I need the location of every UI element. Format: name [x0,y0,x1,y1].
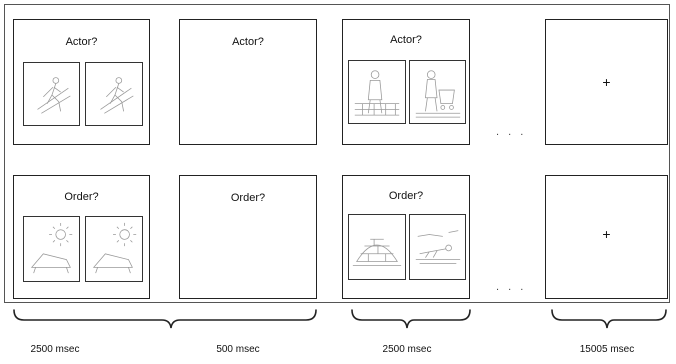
timing-label: 2500 msec [382,344,432,355]
lounge-chair-image [85,216,143,282]
diagram-frame [4,4,670,303]
timing-label: 2500 msec [30,344,80,355]
bottom-panel-2: Order? [179,175,317,299]
bottom-panel-1: Order? [13,175,150,299]
top-panel-2: Actor? [179,19,317,145]
panel-label: Order? [388,190,424,202]
skier-image [23,62,80,126]
cart-figure-image [409,60,466,124]
ellipsis: . . . [496,281,527,293]
fixation-cross: + [602,74,611,90]
standing-figure-image [348,60,406,124]
lounge-chair-image [23,216,80,282]
panel-label: Actor? [65,36,98,48]
panel-label: Actor? [232,36,264,48]
timing-label: 500 msec [216,344,260,355]
panel-label: Actor? [390,34,422,46]
bottom-panel-3: Order? [342,175,470,299]
brace-15005 [551,309,667,329]
top-panel-1: Actor? [13,19,150,145]
lying-figure-image [409,214,466,280]
panel-label: Order? [64,191,99,203]
top-panel-4: + [545,19,668,145]
brace-2500-2500-500 [13,309,317,329]
fixation-cross: + [602,226,611,242]
brace-2500 [351,309,471,329]
timing-label: 15005 msec [579,344,635,355]
skier-image [85,62,143,126]
igloo-image [348,214,406,280]
top-panel-3: Actor? [342,19,470,145]
ellipsis: . . . [496,126,527,138]
timing-braces [13,309,667,329]
panel-label: Order? [230,192,266,204]
bottom-panel-4: + [545,175,668,299]
